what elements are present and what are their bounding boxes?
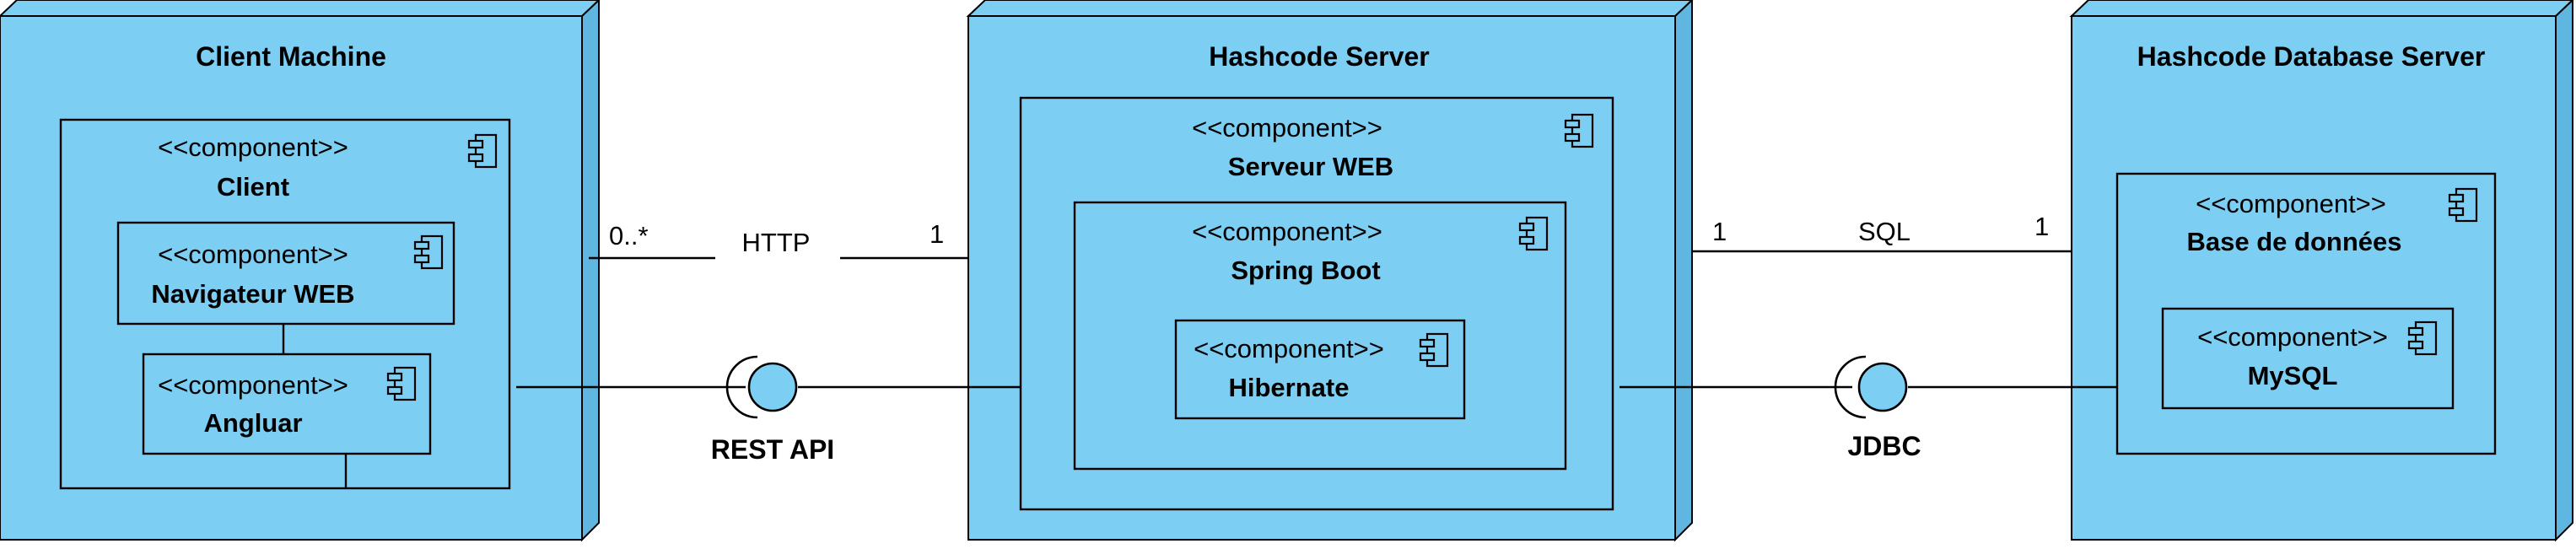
ball-icon — [747, 362, 798, 412]
association-http[interactable]: 0..* HTTP 1 — [589, 219, 968, 260]
component-stereotype: <<component>> — [158, 132, 348, 162]
node-side-face — [581, 0, 600, 542]
target-multiplicity: 1 — [2034, 212, 2049, 241]
interface-rest-api[interactable]: REST API — [516, 355, 1021, 465]
node-side-face — [1674, 0, 1693, 542]
component-angluar[interactable]: <<component>> Angluar — [142, 353, 432, 455]
interface-label: JDBC — [1847, 431, 1921, 461]
component-name: Hibernate — [1229, 373, 1350, 402]
node-top-face — [966, 0, 1694, 17]
association-sql[interactable]: 1 SQL 1 — [1692, 212, 2072, 253]
component-stereotype: <<component>> — [158, 370, 348, 400]
node-title: Hashcode Server — [1209, 41, 1429, 72]
component-stereotype: <<component>> — [1192, 217, 1382, 246]
component-stereotype: <<component>> — [1192, 113, 1382, 143]
component-box — [116, 221, 455, 326]
component-name: Client — [217, 172, 289, 202]
component-mysql[interactable]: <<component>> MySQL — [2161, 307, 2455, 410]
node-title: Hashcode Database Server — [2137, 41, 2486, 72]
component-name: Spring Boot — [1231, 256, 1380, 285]
component-box — [2161, 307, 2455, 410]
component-stereotype: <<component>> — [158, 240, 348, 269]
socket-arc — [1834, 355, 1867, 419]
component-stereotype: <<component>> — [2196, 189, 2386, 218]
component-name: Base de données — [2187, 227, 2402, 256]
interface-label: REST API — [711, 434, 834, 465]
component-name: Angluar — [203, 408, 302, 438]
ball-icon — [1857, 362, 1908, 412]
node-side-face — [2555, 0, 2573, 542]
node-top-face — [2069, 0, 2574, 17]
socket-arc — [725, 355, 758, 419]
component-stereotype: <<component>> — [1194, 334, 1384, 363]
association-label: HTTP — [742, 228, 811, 257]
component-name: MySQL — [2248, 361, 2338, 390]
component-navigateur-web[interactable]: <<component>> Navigateur WEB — [116, 221, 455, 326]
node-top-face — [0, 0, 601, 17]
association-label: SQL — [1858, 217, 1910, 246]
component-hibernate[interactable]: <<component>> Hibernate — [1174, 319, 1466, 420]
component-stereotype: <<component>> — [2197, 322, 2388, 352]
node-title: Client Machine — [196, 41, 386, 72]
source-multiplicity: 0..* — [609, 221, 649, 250]
component-name: Navigateur WEB — [151, 279, 354, 309]
component-name: Serveur WEB — [1228, 152, 1393, 181]
interface-jdbc[interactable]: JDBC — [1619, 355, 2117, 461]
component-box — [1174, 319, 1466, 420]
component-box — [142, 353, 432, 455]
source-multiplicity: 1 — [1712, 217, 1727, 246]
target-multiplicity: 1 — [930, 219, 944, 249]
